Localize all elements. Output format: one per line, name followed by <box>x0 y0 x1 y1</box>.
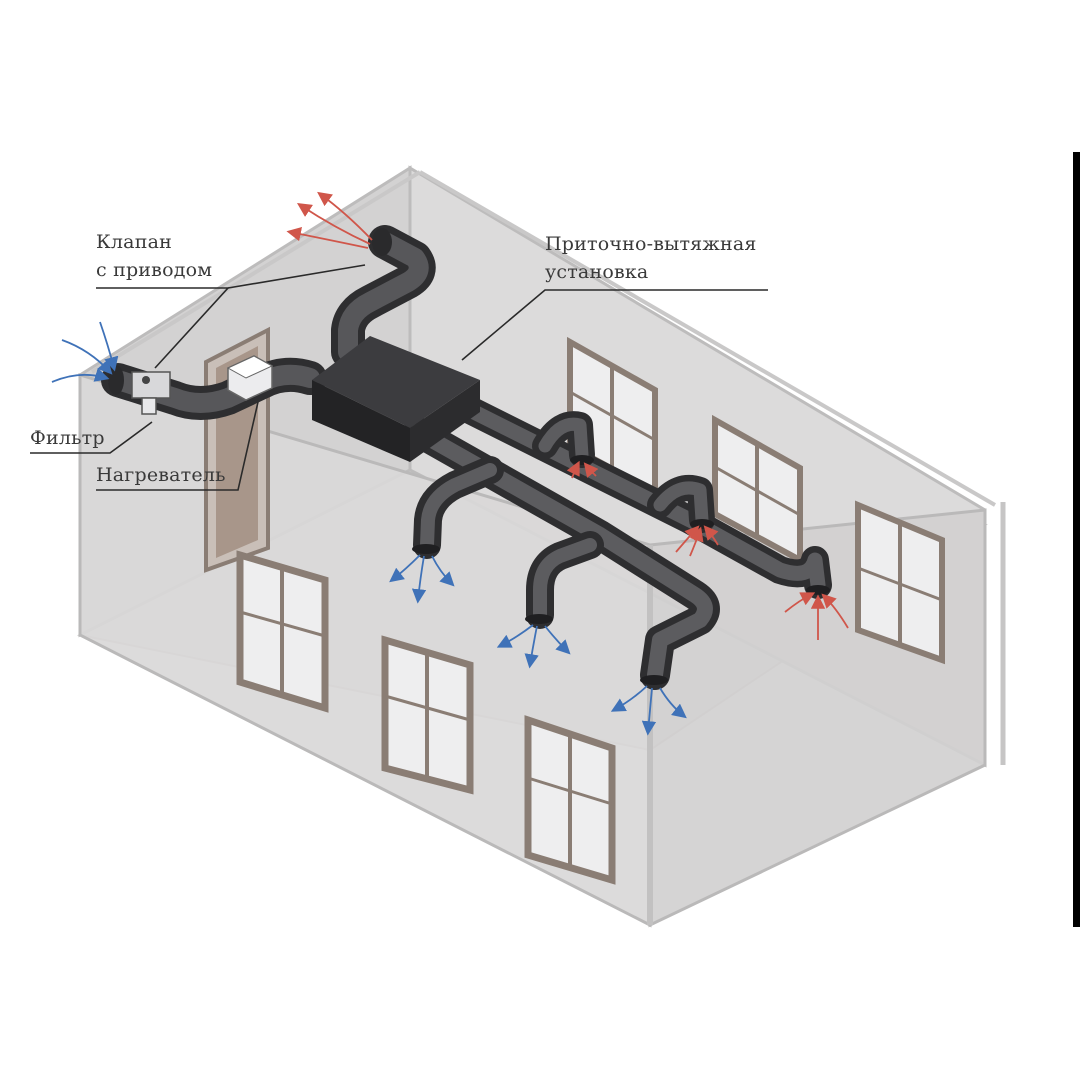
unit-label-line2: установка <box>545 261 649 283</box>
edge-bar <box>1073 152 1080 927</box>
heater-leader <box>96 401 259 491</box>
exhaust-outside-arrows <box>286 191 373 249</box>
filter-box <box>141 397 157 415</box>
extract-arrows <box>566 460 849 640</box>
front-windows <box>236 550 616 885</box>
window <box>524 715 616 885</box>
heater-box <box>226 355 274 401</box>
window <box>381 635 474 795</box>
filter-leader <box>30 421 153 454</box>
supply-arrows <box>389 554 687 736</box>
ductwork <box>101 225 832 690</box>
intake-arrows <box>51 321 119 383</box>
valve-label-line2: с приводом <box>96 259 213 281</box>
window <box>855 500 945 665</box>
leader-lines <box>30 264 768 491</box>
valve-label-line1: Клапан <box>96 231 172 253</box>
window <box>236 550 329 713</box>
unit-leader <box>461 289 768 361</box>
air-handling-unit <box>312 336 480 462</box>
unit-label-line1: Приточно-вытяжная <box>545 233 757 255</box>
heater-label: Нагреватель <box>96 464 226 486</box>
valve <box>131 371 171 399</box>
filter-label: Фильтр <box>30 427 105 449</box>
